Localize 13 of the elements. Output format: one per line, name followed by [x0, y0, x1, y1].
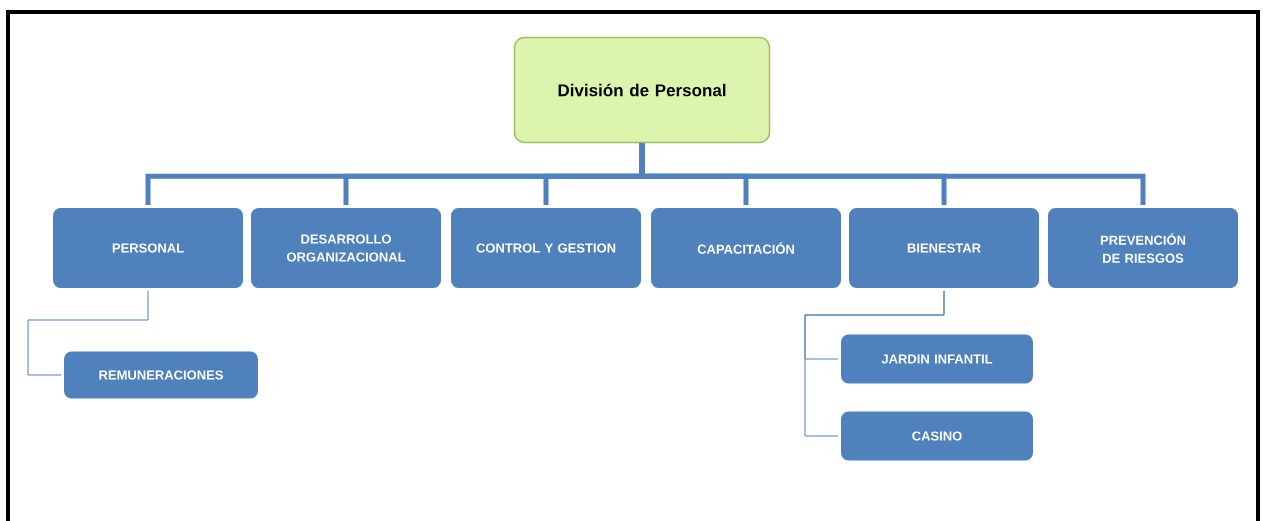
title-box: División de Personal [513, 36, 771, 144]
section-box: JARDIN INFANTIL [838, 331, 1036, 387]
connector [804, 290, 945, 437]
connector [639, 143, 1146, 205]
department-box: DESARROLLO ORGANIZACIONAL [248, 205, 444, 291]
department-box: BIENESTAR [846, 205, 1042, 291]
department-box: CONTROL Y GESTION [448, 205, 644, 291]
department-box: CAPACITACIÓN [648, 205, 844, 291]
department-box: PREVENCIÓN DE RIESGOS [1045, 205, 1241, 291]
section-box: REMUNERACIONES [61, 348, 261, 402]
connector [27, 290, 149, 376]
department-box: PERSONAL [50, 205, 246, 291]
section-box: CASINO [838, 408, 1036, 464]
